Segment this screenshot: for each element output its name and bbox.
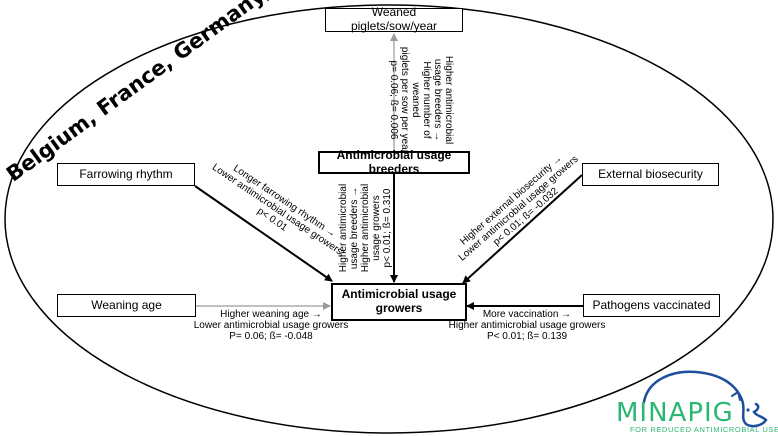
node-antimicrobial-usage-growers: Antimicrobial usage growers	[331, 283, 467, 321]
label-breeders-growers: Higher antimicrobial usage breeders → Hi…	[338, 183, 393, 273]
minapig-logo-text: MINAPIG	[616, 398, 734, 428]
node-external-biosecurity: External biosecurity	[582, 163, 719, 186]
node-pathogens-vaccinated: Pathogens vaccinated	[583, 294, 720, 317]
arrow-farrowing-to-growers	[194, 185, 333, 282]
arrow-external-to-growers	[462, 174, 583, 284]
minapig-pig-icon	[642, 370, 768, 428]
node-weaned-piglets: Weaned piglets/sow/year	[325, 5, 463, 33]
label-breeders-weaned: Higher antimicrobial usage breeders → Hi…	[388, 46, 454, 154]
label-pathogens-growers: More vaccination → Higher antimicrobial …	[448, 309, 606, 342]
label-weaning-growers: Higher weaning age → Lower antimicrobial…	[193, 309, 349, 342]
node-antimicrobial-usage-breeders: Antimicrobial usage breeders	[318, 148, 470, 175]
node-weaning-age: Weaning age	[57, 294, 196, 317]
minapig-logo-tagline: FOR REDUCED ANTIMICROBIAL USE	[630, 425, 778, 434]
outer-ellipse	[4, 4, 774, 434]
node-farrowing-rhythm: Farrowing rhythm	[57, 163, 195, 186]
